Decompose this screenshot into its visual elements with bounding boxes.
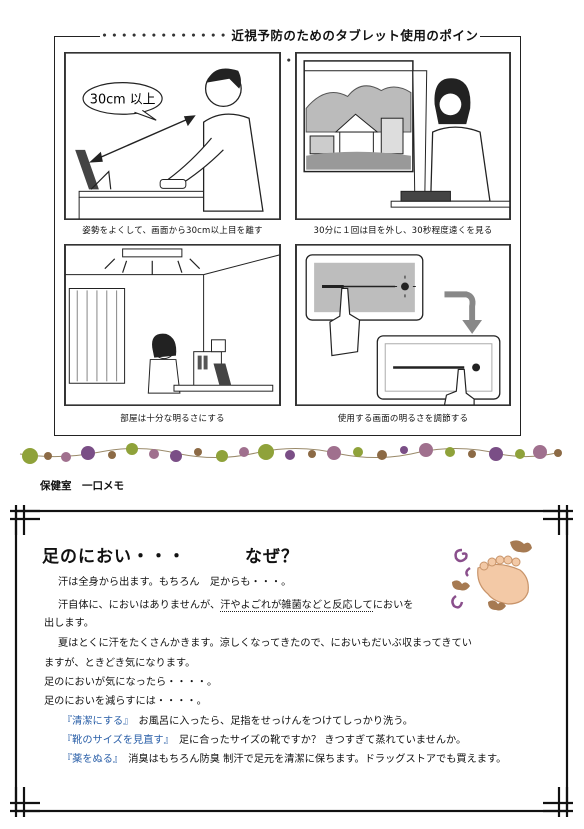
memo-frame bbox=[10, 505, 573, 817]
tip-medicine: 『薬をぬる』 消臭はもちろん防臭 制汗で足元を清潔に保ちます。ドラッグストアでも… bbox=[62, 750, 506, 765]
memo-title-why: なぜ？ bbox=[245, 547, 299, 567]
tip-shoe-size: 『靴のサイズを見直す』 足に合ったサイズの靴ですか？ きつすぎて蒸れていませんか… bbox=[62, 731, 466, 746]
garland-bead bbox=[468, 450, 476, 458]
tip-clean-text: お風呂に入ったら、足指をせっけんをつけてしっかり洗う。 bbox=[138, 716, 413, 727]
memo-title: 足のにおい・・・ bbox=[42, 547, 186, 567]
panel-title: • • • • • • • • • • • • • 近視予防のためのタブレット使… bbox=[100, 24, 480, 68]
tip-medicine-label: 『薬をぬる』 bbox=[62, 754, 119, 765]
garland-bead bbox=[170, 450, 182, 462]
bubble-text: 30cm 以上 bbox=[90, 92, 156, 107]
garland-bead bbox=[327, 446, 341, 460]
garland-bead bbox=[400, 446, 408, 454]
tip-clean: 『清潔にする』 お風呂に入ったら、足指をせっけんをつけてしっかり洗う。 bbox=[62, 712, 413, 727]
section-label: 保健室 一口メモ bbox=[40, 480, 124, 492]
garland-bead bbox=[194, 448, 202, 456]
garland-bead bbox=[239, 447, 249, 457]
garland-bead bbox=[22, 448, 38, 464]
bead-garland-divider bbox=[19, 443, 562, 464]
garland-bead bbox=[126, 443, 138, 455]
memo-line-3: 出します。 bbox=[44, 618, 94, 629]
garland-bead bbox=[149, 449, 159, 459]
caption-distance: 姿勢をよくして、画面から30cm以上目を離す bbox=[82, 226, 263, 236]
tip-clean-label: 『清潔にする』 bbox=[62, 716, 129, 727]
garland-bead bbox=[81, 446, 95, 460]
garland-bead bbox=[353, 447, 363, 457]
window-illustration bbox=[295, 52, 511, 220]
room-illustration bbox=[64, 244, 281, 406]
garland-bead bbox=[285, 450, 295, 460]
tip-medicine-text: 消臭はもちろん防臭 制汗で足元を清潔に保ちます。ドラッグストアでも買えます。 bbox=[128, 754, 507, 765]
garland-bead bbox=[554, 449, 562, 457]
tip-shoe-size-text: 足に合ったサイズの靴ですか？ きつすぎて蒸れていませんか。 bbox=[178, 735, 467, 746]
caption-room-light: 部屋は十分な明るさにする bbox=[120, 414, 225, 424]
garland-bead bbox=[445, 447, 455, 457]
garland-bead bbox=[308, 450, 316, 458]
memo-line-5: ますが、ときどき気になります。 bbox=[44, 658, 196, 669]
tip-cell-look-away: 30分に１回は目を外し、30秒程度遠くを見る bbox=[295, 52, 511, 242]
memo-line-2: 汗自体に、においはありませんが、汗やよごれが雑菌などと反応してにおいを bbox=[58, 596, 414, 612]
garland-bead bbox=[61, 452, 71, 462]
garland-bead bbox=[108, 451, 116, 459]
garland-bead bbox=[258, 444, 274, 460]
memo-line-1: 汗は全身から出ます。もちろん 足からも・・・。 bbox=[58, 577, 292, 588]
distance-illustration: 30cm 以上 bbox=[64, 52, 281, 220]
garland-bead bbox=[515, 449, 525, 459]
tip-cell-distance: 30cm 以上 姿勢をよくして、画面から30cm以上目を離す bbox=[64, 52, 281, 242]
garland-bead bbox=[489, 447, 503, 461]
memo-line-2a: 汗自体に、においはありませんが、 bbox=[58, 600, 221, 611]
garland-bead bbox=[419, 443, 433, 457]
garland-bead bbox=[533, 445, 547, 459]
memo-line-7: 足のにおいを減らすには・・・・。 bbox=[44, 696, 207, 707]
title-dots-left: • • • • • • • • • • • • • bbox=[101, 31, 227, 42]
memo-line-4: 夏はとくに汗をたくさんかきます。涼しくなってきたので、においもだいぶ収まってきて… bbox=[58, 638, 472, 649]
memo-line-2-emphasis: 汗やよごれが雑菌などと反応して bbox=[220, 600, 373, 612]
tip-shoe-size-label: 『靴のサイズを見直す』 bbox=[62, 735, 169, 746]
tip-cell-brightness: 使用する画面の明るさを調節する bbox=[295, 244, 511, 428]
garland-bead bbox=[377, 450, 387, 460]
foot-odor-illustration bbox=[451, 540, 532, 611]
memo-line-6: 足のにおいが気になったら・・・・。 bbox=[44, 677, 218, 688]
tip-cell-room-light: 部屋は十分な明るさにする bbox=[64, 244, 281, 428]
garland-bead bbox=[44, 452, 52, 460]
brightness-illustration bbox=[295, 244, 511, 406]
memo-line-2c: においを bbox=[372, 600, 414, 611]
caption-look-away: 30分に１回は目を外し、30秒程度遠くを見る bbox=[313, 226, 493, 236]
caption-brightness: 使用する画面の明るさを調節する bbox=[337, 414, 469, 424]
garland-bead bbox=[216, 450, 228, 462]
